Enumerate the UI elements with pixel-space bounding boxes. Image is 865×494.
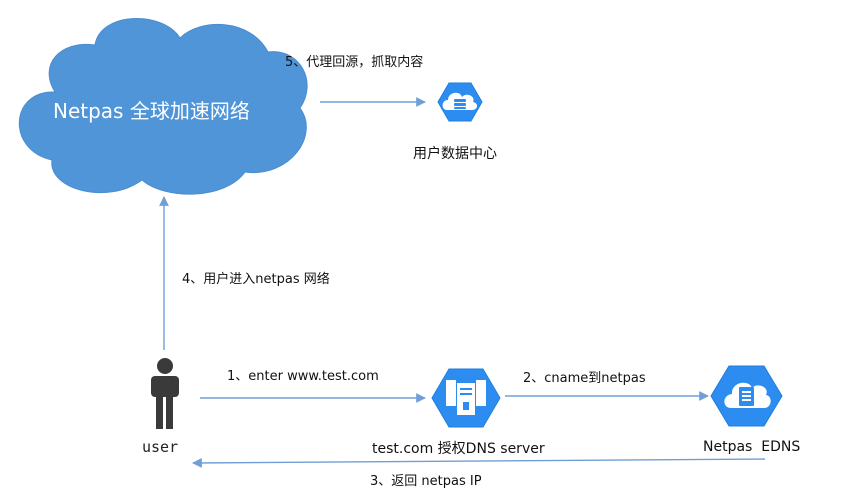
dns-server-label: test.com 授权DNS server: [372, 441, 545, 457]
arrow-step3: [192, 458, 766, 468]
netpas-cloud: Netpas 全球加速网络: [18, 18, 308, 195]
user-icon: [151, 358, 179, 429]
dns-server-node: test.com 授权DNS server: [372, 368, 545, 457]
edge-label-step5: 5、代理回源，抓取内容: [285, 54, 423, 70]
edge-label-step4: 4、用户进入netpas 网络: [182, 271, 330, 287]
edns-label: Netpas EDNS: [703, 439, 800, 455]
edns-node: Netpas EDNS: [703, 365, 800, 455]
edge-label-step1: 1、enter www.test.com: [227, 369, 379, 384]
edge-label-step3: 3、返回 netpas IP: [370, 474, 482, 489]
cloud-document-icon: [710, 365, 783, 427]
server-icon: [431, 368, 501, 428]
cloud-database-icon: [437, 82, 483, 122]
datacenter-label: 用户数据中心: [413, 145, 497, 162]
datacenter-node: 用户数据中心: [413, 82, 497, 162]
user-label: user: [142, 438, 178, 456]
user-node: user: [142, 358, 179, 456]
cloud-label: Netpas 全球加速网络: [53, 99, 250, 123]
edge-label-step2: 2、cname到netpas: [523, 371, 646, 386]
